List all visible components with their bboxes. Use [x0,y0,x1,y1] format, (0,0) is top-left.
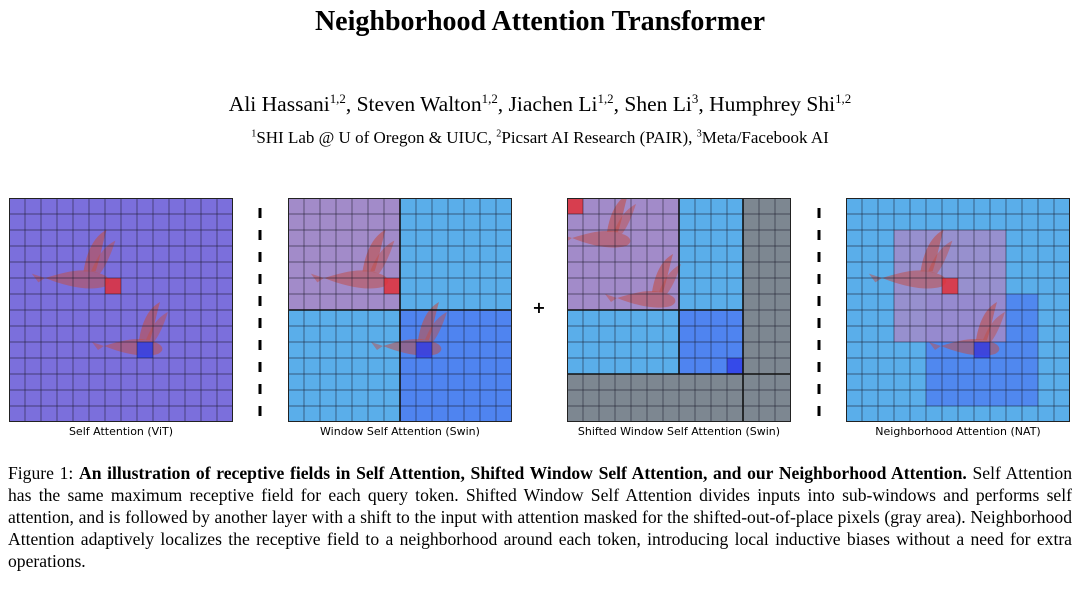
self-attention-grid [9,198,233,422]
bird-shape [976,302,997,340]
bird-shape [91,240,116,274]
author-affil-mark: 1,2 [835,91,852,106]
bird-shape [617,291,676,308]
window-bottom-right [400,310,512,422]
figure-caption: Figure 1: An illustration of receptive f… [8,462,1072,572]
neighborhood-attention-grid [846,198,1070,422]
author-affil-mark: 3 [691,91,699,106]
panel-window-attention [288,198,512,422]
query-token-red [942,278,958,294]
query-token-red [105,278,121,294]
author-name: Shen Li [624,92,692,116]
dashed-separator-1 [258,208,262,418]
bird-shape [371,342,383,350]
bird-shape [659,264,681,294]
query-token-blue [727,358,743,374]
panel-shifted-window-attention [567,198,791,422]
bird-shape [418,302,439,340]
author-name: Steven Walton [356,92,482,116]
author-affil-mark: 1,2 [329,91,346,106]
panel-label-nat: Neighborhood Attention (NAT) [875,425,1041,438]
bird-image [605,254,681,308]
affil-name: Meta/Facebook AI [701,128,829,147]
window-top-right [400,198,512,310]
panel-border [288,198,512,422]
panel-self-attention [9,198,233,422]
window-bottom-left [288,310,400,422]
caption-bold: An illustration of receptive fields in S… [78,463,967,483]
author-list: Ali Hassani1,2, Steven Walton1,2, Jiache… [228,91,852,116]
panel-border [9,198,233,422]
plus-symbol: + [532,298,546,317]
shifted-window-attention-grid [567,198,791,422]
bird-shape [983,312,1005,342]
bird-image [567,198,636,248]
bird-shape [324,270,389,289]
query-token-blue [416,342,432,358]
bird-shape [370,240,395,274]
author-affil-mark: 1,2 [481,91,498,106]
affil-mark: 2 [496,128,502,140]
dashed-separator-2 [817,208,821,418]
panel-label-shifted: Shifted Window Self Attention (Swin) [577,425,781,438]
affil-mark: 1 [251,128,257,140]
masked-region-bottom [567,374,743,422]
panel-label-vit: Self Attention (ViT) [68,425,174,438]
panel-border [567,198,791,422]
paper-title: Neighborhood Attention Transformer [314,6,766,37]
author-name: Humphrey Shi [709,92,836,116]
caption-body: Self Attention has the same maximum rece… [8,463,1073,571]
bird-shape [45,270,110,289]
affiliation-list: 1SHI Lab @ U of Oregon & UIUC, 2Picsart … [251,128,829,147]
panel-label-swin: Window Self Attention (Swin) [320,425,480,438]
bird-shape [92,342,104,350]
affil-mark: 3 [696,128,702,140]
bird-shape [425,312,447,342]
bird-shape [928,240,953,274]
bird-shape [882,270,947,289]
query-token-blue [137,342,153,358]
bird-shape [929,342,941,350]
affil-name: SHI Lab @ U of Oregon & UIUC [256,128,488,147]
bird-shape [572,231,631,248]
bird-shape [146,312,168,342]
affil-name: Picsart AI Research (PAIR) [501,128,689,147]
caption-prefix: Figure 1: [8,463,74,483]
query-token-blue [974,342,990,358]
author-name: Ali Hassani [228,92,330,116]
query-token-red [384,278,400,294]
query-token-red [567,198,583,214]
bird-shape [614,204,636,234]
panel-border [846,198,1070,422]
window-attention-grid [288,198,512,422]
bird-shape [607,198,627,232]
author-name: Jiachen Li [508,92,598,116]
bird-shape [139,302,160,340]
bird-shape [652,254,673,292]
author-affil-mark: 1,2 [597,91,614,106]
bird-shape [605,294,617,302]
panel-neighborhood-attention [846,198,1070,422]
